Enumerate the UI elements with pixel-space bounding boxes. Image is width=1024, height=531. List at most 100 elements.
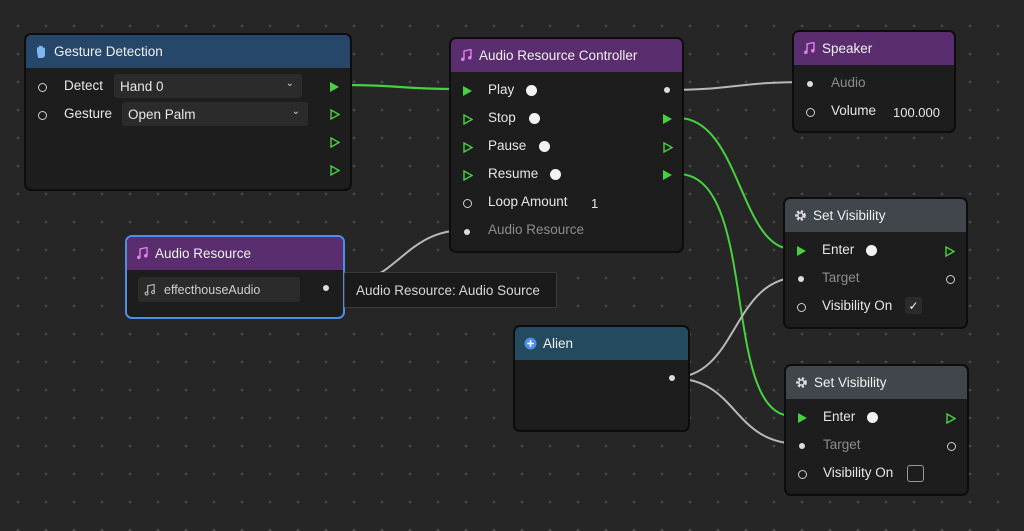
wire-resume-to-enter-2 xyxy=(677,173,793,417)
enter-label-2: Enter xyxy=(823,409,856,424)
chevron-down-icon: ⌄ xyxy=(285,78,294,89)
pause-toggle[interactable] xyxy=(539,141,550,152)
music-file-icon xyxy=(144,283,156,296)
audio-resource-controller-node[interactable]: Audio Resource Controller Play Stop Paus… xyxy=(449,37,684,253)
stop-label: Stop xyxy=(488,110,516,125)
enter-label-1: Enter xyxy=(822,242,855,257)
resume-exec-input[interactable] xyxy=(463,170,473,181)
speaker-title: Speaker xyxy=(822,41,873,56)
speaker-header[interactable]: Speaker xyxy=(794,32,954,65)
gesture-dropdown[interactable]: Open Palm ⌄ xyxy=(122,102,308,126)
pause-exec-output[interactable] xyxy=(663,142,673,153)
gear-icon xyxy=(794,376,808,390)
gesture-detection-title: Gesture Detection xyxy=(54,44,163,59)
alien-title: Alien xyxy=(543,336,574,351)
volume-value[interactable]: 100.000 xyxy=(893,105,940,120)
target-input-pin-2[interactable] xyxy=(799,443,805,449)
volume-input-pin[interactable] xyxy=(806,108,815,117)
audio-file-field[interactable]: effecthouseAudio xyxy=(138,277,300,302)
music-note-icon xyxy=(802,42,816,56)
set-visibility-header-1[interactable]: Set Visibility xyxy=(785,199,966,232)
pause-exec-input[interactable] xyxy=(463,142,473,153)
play-exec-input[interactable] xyxy=(463,86,472,96)
set-visibility-node-2[interactable]: Set Visibility Enter Target Visibility O… xyxy=(784,364,969,496)
visibility-checkbox-2[interactable] xyxy=(907,465,924,482)
enter-toggle-1[interactable] xyxy=(866,245,877,256)
stop-toggle[interactable] xyxy=(529,113,540,124)
exec-output-pin-2[interactable] xyxy=(330,109,340,120)
set-visibility-header-2[interactable]: Set Visibility xyxy=(786,366,967,399)
speaker-node[interactable]: Speaker Audio Volume 100.000 xyxy=(792,30,956,133)
audio-resource-header[interactable]: Audio Resource xyxy=(127,237,343,270)
visibility-on-label-1: Visibility On xyxy=(822,298,893,313)
loop-amount-input-pin[interactable] xyxy=(463,199,472,208)
wire-controller-to-speaker xyxy=(666,81,809,91)
exec-output-pin-sv2[interactable] xyxy=(946,413,956,424)
pin-tooltip: Audio Resource: Audio Source xyxy=(344,272,557,308)
resume-label: Resume xyxy=(488,166,539,181)
music-note-icon xyxy=(459,49,473,63)
chevron-down-icon: ⌄ xyxy=(291,106,300,117)
visibility-on-label-2: Visibility On xyxy=(823,465,894,480)
music-note-icon xyxy=(135,247,149,261)
visibility-input-pin-1[interactable] xyxy=(797,303,806,312)
audio-resource-input-label: Audio Resource xyxy=(488,222,585,237)
loop-amount-value[interactable]: 1 xyxy=(591,196,599,211)
resume-exec-output[interactable] xyxy=(663,170,672,180)
stop-exec-output[interactable] xyxy=(663,114,672,124)
audio-resource-node[interactable]: Audio Resource effecthouseAudio xyxy=(125,235,345,319)
target-output-pin-1[interactable] xyxy=(946,275,955,284)
audio-resource-title: Audio Resource xyxy=(155,246,252,261)
audio-controller-header[interactable]: Audio Resource Controller xyxy=(451,39,682,72)
alien-node[interactable]: Alien xyxy=(513,325,690,432)
wire-alien-to-target-1 xyxy=(670,276,802,379)
plus-circle-icon xyxy=(523,337,537,351)
enter-exec-input-2[interactable] xyxy=(798,413,807,423)
target-label-2: Target xyxy=(823,437,861,452)
target-output-pin-2[interactable] xyxy=(947,442,956,451)
wire-stop-to-enter-1 xyxy=(677,117,793,250)
exec-output-pin-4[interactable] xyxy=(330,165,340,176)
controller-output-pin[interactable] xyxy=(664,87,670,93)
gesture-detection-header[interactable]: Gesture Detection xyxy=(26,35,350,68)
wire-detect-to-play xyxy=(344,83,456,91)
pin-tooltip-text: Audio Resource: Audio Source xyxy=(356,282,540,298)
detect-label: Detect xyxy=(64,78,104,93)
exec-output-pin-3[interactable] xyxy=(330,137,340,148)
gear-icon xyxy=(793,209,807,223)
gesture-detection-node[interactable]: Gesture Detection Detect Hand 0 ⌄ Gestur… xyxy=(24,33,352,191)
audio-resource-input-pin[interactable] xyxy=(464,229,470,235)
resume-toggle[interactable] xyxy=(550,169,561,180)
hand-icon xyxy=(34,45,48,59)
target-input-pin-1[interactable] xyxy=(798,276,804,282)
exec-output-pin-1[interactable] xyxy=(330,82,339,92)
stop-exec-input[interactable] xyxy=(463,114,473,125)
target-label-1: Target xyxy=(822,270,860,285)
audio-file-value: effecthouseAudio xyxy=(164,282,261,297)
audio-controller-title: Audio Resource Controller xyxy=(479,48,638,63)
set-visibility-node-1[interactable]: Set Visibility Enter Target Visibility O… xyxy=(783,197,968,329)
gesture-value: Open Palm xyxy=(128,106,196,122)
speaker-audio-input-pin[interactable] xyxy=(807,81,813,87)
enter-toggle-2[interactable] xyxy=(867,412,878,423)
set-visibility-title-1: Set Visibility xyxy=(813,208,886,223)
audio-resource-output-pin[interactable] xyxy=(323,285,329,291)
gesture-label: Gesture xyxy=(64,106,113,121)
alien-header[interactable]: Alien xyxy=(515,327,688,360)
volume-label: Volume xyxy=(831,103,877,118)
visibility-input-pin-2[interactable] xyxy=(798,470,807,479)
visibility-checkbox-1[interactable]: ✓ xyxy=(905,297,922,314)
play-toggle[interactable] xyxy=(526,85,537,96)
speaker-audio-label: Audio xyxy=(831,75,866,90)
detect-value: Hand 0 xyxy=(120,78,164,94)
loop-amount-label: Loop Amount xyxy=(488,194,568,209)
detect-input-pin[interactable] xyxy=(38,83,47,92)
pause-label: Pause xyxy=(488,138,527,153)
exec-output-pin-sv1[interactable] xyxy=(945,246,955,257)
wire-alien-to-target-2 xyxy=(670,377,802,445)
alien-output-pin[interactable] xyxy=(669,375,675,381)
detect-dropdown[interactable]: Hand 0 ⌄ xyxy=(114,74,302,98)
gesture-input-pin[interactable] xyxy=(38,111,47,120)
play-label: Play xyxy=(488,82,515,97)
enter-exec-input-1[interactable] xyxy=(797,246,806,256)
